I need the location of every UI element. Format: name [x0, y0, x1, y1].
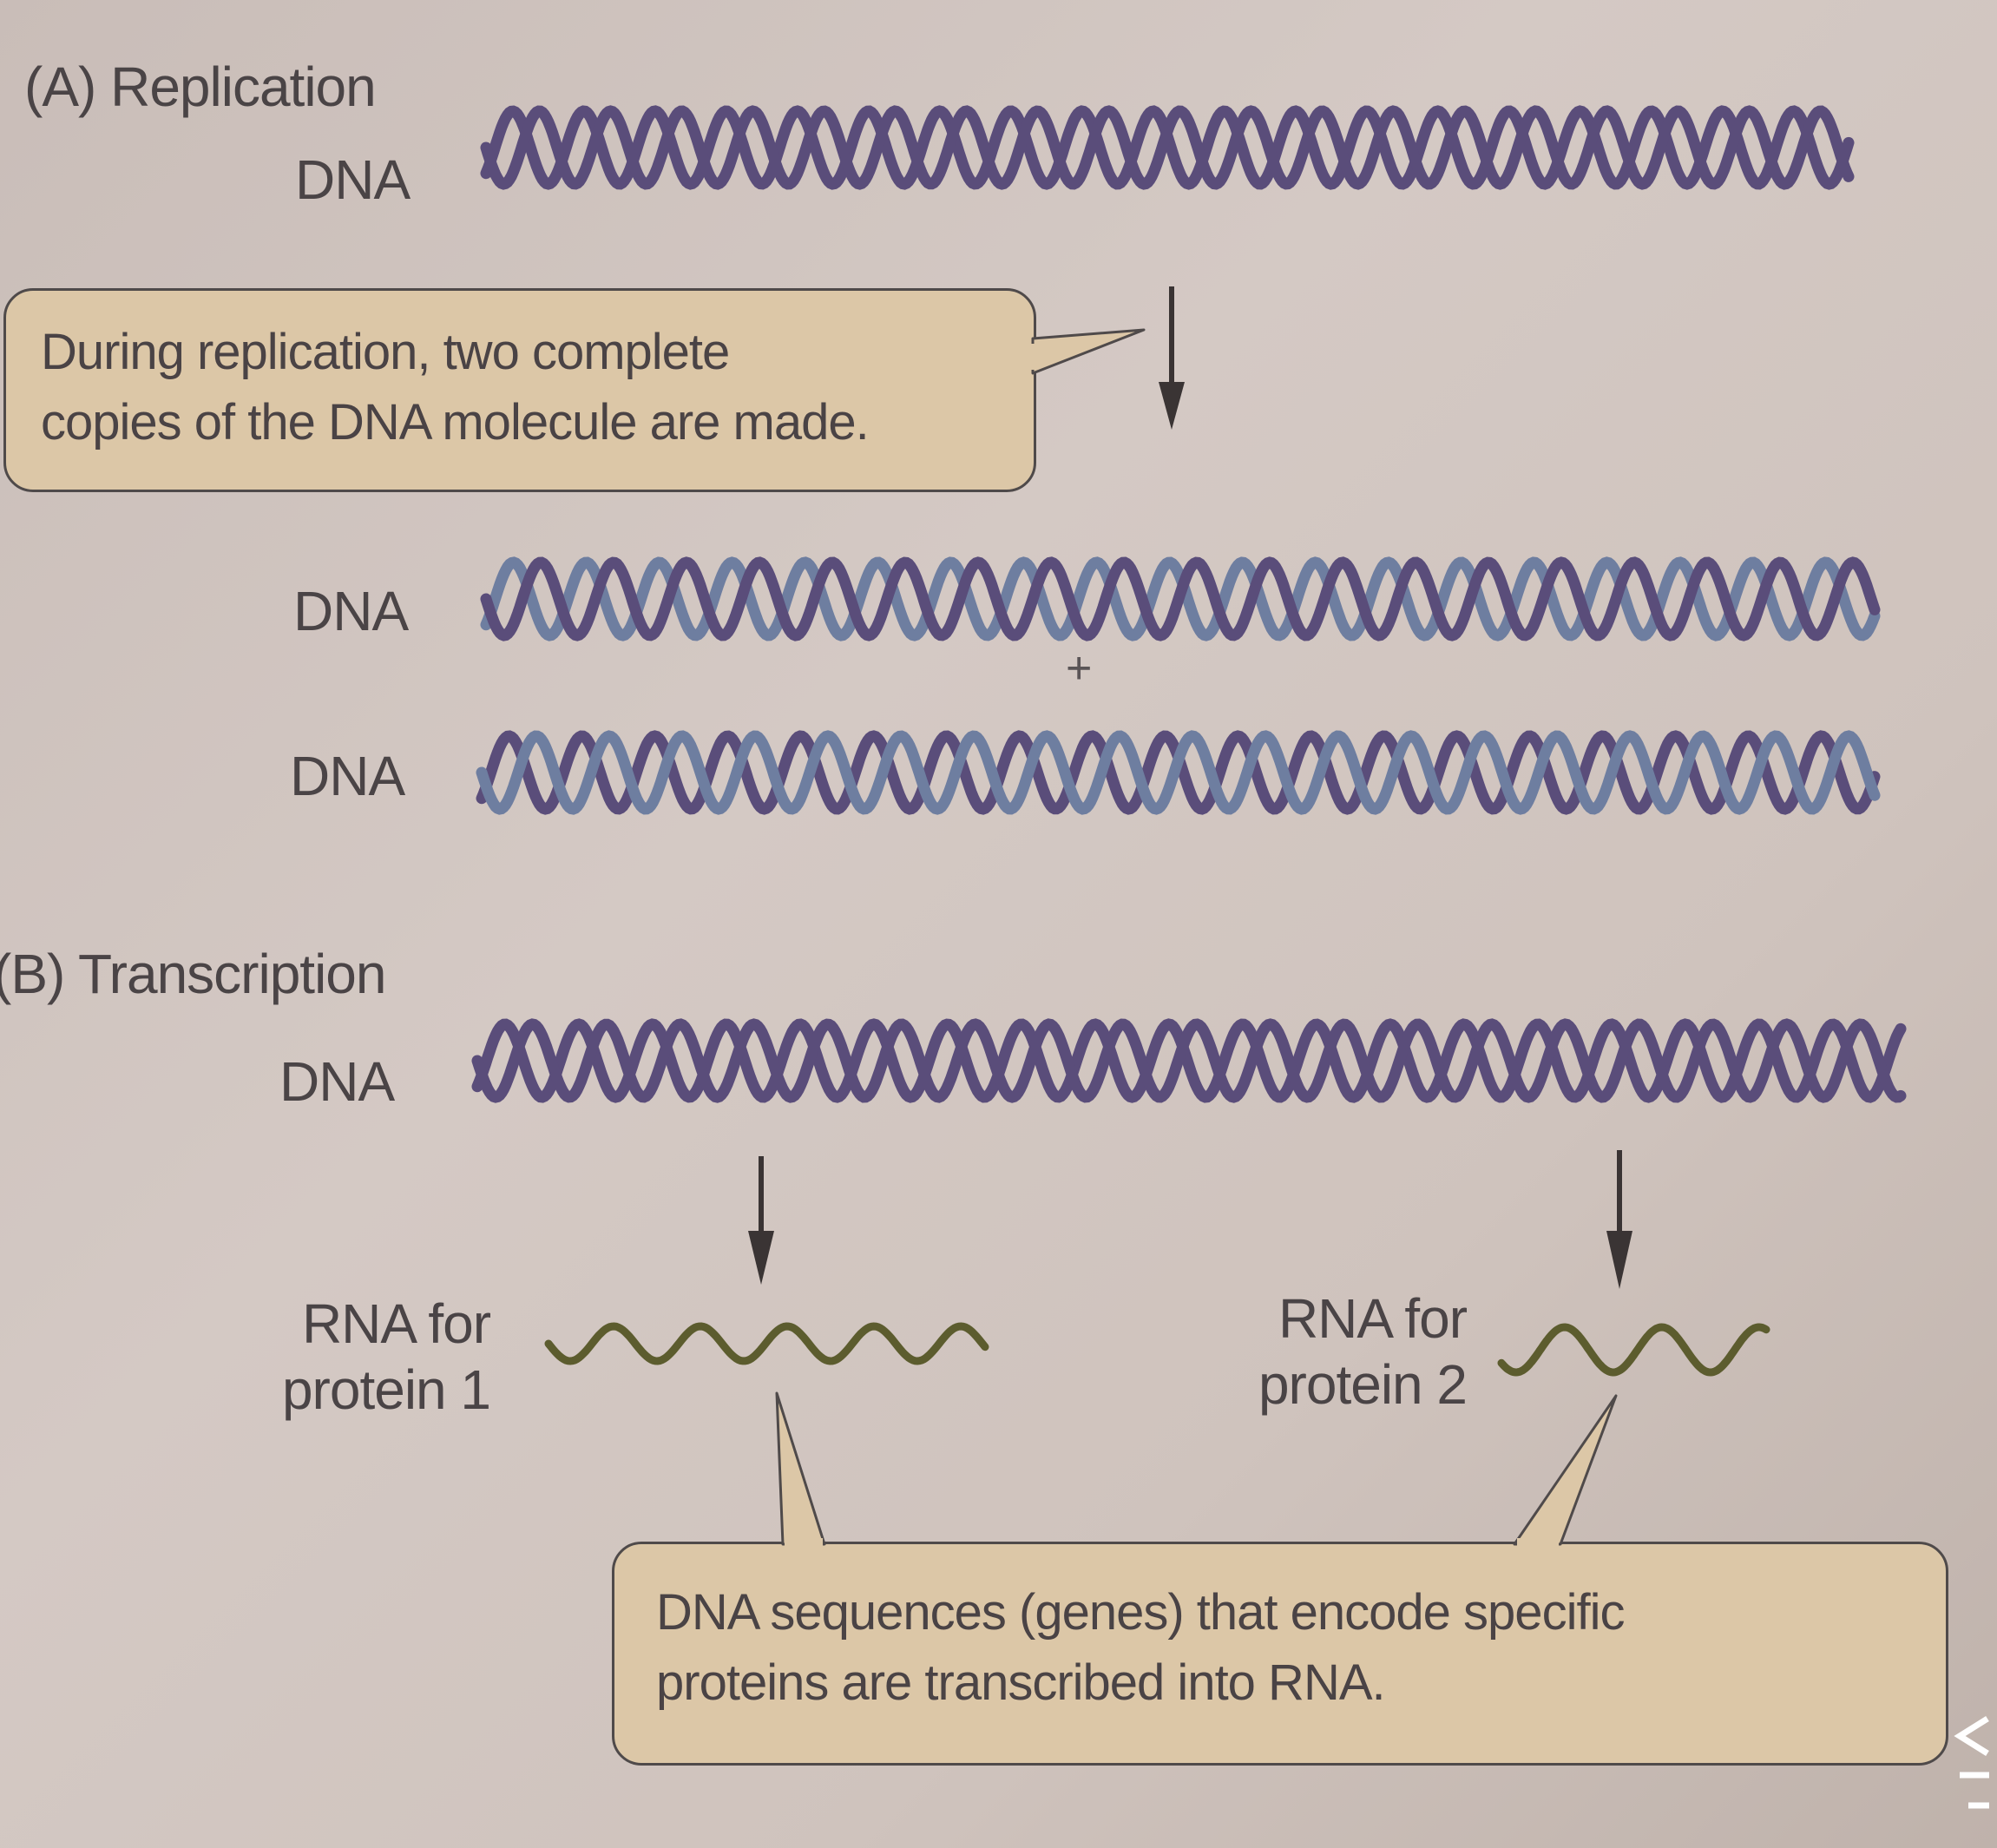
dna-strand-front [480, 105, 1855, 190]
replication-callout-line2: copies of the DNA molecule are made. [41, 394, 870, 451]
plus-sign: + [1066, 643, 1093, 694]
rna1-label-line2: protein 1 [281, 1358, 491, 1421]
dna-label-b: DNA [279, 1050, 395, 1113]
dna-strand-front [471, 1018, 1907, 1103]
rna1-label-line1: RNA for [301, 1292, 491, 1355]
transcription-callout-pointer-1 [775, 1391, 826, 1546]
dna-label-a-copy1: DNA [293, 580, 409, 642]
dna-label-a-copy2: DNA [290, 745, 405, 807]
transcription-callout-line2: proteins are transcribed into RNA. [656, 1654, 1386, 1712]
dna-helix-replication-original [480, 105, 1855, 190]
transcription-arrow-2 [1606, 1150, 1632, 1289]
transcription-callout-pointer-2 [1513, 1394, 1618, 1546]
page-edge-mark [1954, 1716, 1989, 1809]
dna-helix-copy-2 [476, 730, 1881, 815]
replication-callout-line1: During replication, two complete [41, 324, 730, 380]
rna-label-protein-1: RNA for protein 1 [234, 1292, 491, 1423]
transcription-callout-line1: DNA sequences (genes) that encode specif… [656, 1584, 1625, 1641]
rna-strand-protein-2 [1497, 1323, 1770, 1377]
section-b-title: (B) Transcription [0, 943, 386, 1005]
replication-callout: During replication, two complete copies … [3, 288, 1036, 492]
transcription-arrow-1 [748, 1156, 774, 1285]
rna-label-protein-2: RNA for protein 2 [1180, 1286, 1468, 1417]
rna-strand-protein-1 [544, 1322, 989, 1365]
transcription-callout: DNA sequences (genes) that encode specif… [612, 1542, 1948, 1766]
rna2-label-line2: protein 2 [1258, 1352, 1468, 1416]
dna-helix-transcription [471, 1018, 1907, 1103]
rna2-label-line1: RNA for [1278, 1287, 1468, 1350]
dna-helix-copy-1 [480, 556, 1881, 641]
dna-strand-front [480, 556, 1881, 641]
section-a-title: (A) Replication [24, 56, 377, 118]
replication-arrow [1159, 286, 1185, 430]
dna-label-a-original: DNA [295, 148, 411, 211]
replication-callout-pointer [1031, 328, 1146, 375]
dna-strand-front [476, 730, 1881, 815]
